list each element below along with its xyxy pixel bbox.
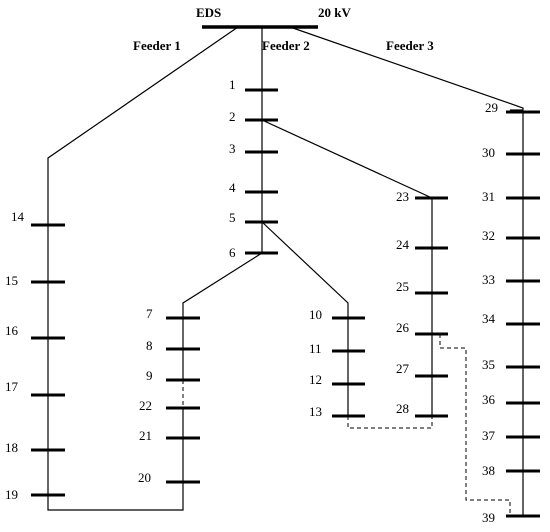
- node-label-21: 21: [139, 428, 152, 443]
- node-label-37: 37: [482, 428, 496, 443]
- feeder-1-line: [47, 26, 239, 511]
- branch-5-10: [261, 221, 349, 416]
- feeder-3-label: Feeder 3: [386, 38, 434, 53]
- node-label-19: 19: [5, 487, 18, 502]
- node-label-36: 36: [482, 392, 496, 407]
- node-label-29: 29: [485, 100, 498, 115]
- node-label-7: 7: [146, 306, 153, 321]
- node-label-4: 4: [229, 180, 236, 195]
- node-label-3: 3: [229, 141, 236, 156]
- tie-switch-26-39: [439, 334, 511, 516]
- node-label-15: 15: [5, 273, 18, 288]
- node-label-27: 27: [396, 361, 410, 376]
- node-label-38: 38: [482, 463, 495, 478]
- source-label: EDS: [196, 5, 221, 20]
- node-label-35: 35: [482, 357, 495, 372]
- node-label-28: 28: [396, 401, 409, 416]
- node-label-8: 8: [146, 338, 153, 353]
- node-label-17: 17: [5, 379, 19, 394]
- node-label-39: 39: [482, 510, 495, 525]
- bus-bars: [31, 88, 540, 518]
- node-label-12: 12: [309, 372, 322, 387]
- voltage-label: 20 kV: [318, 5, 351, 20]
- tie-switch-13-28: [347, 416, 433, 429]
- node-label-18: 18: [5, 440, 18, 455]
- node-label-24: 24: [396, 237, 410, 252]
- node-label-22: 22: [139, 398, 152, 413]
- node-label-34: 34: [482, 311, 496, 326]
- node-label-9: 9: [146, 368, 153, 383]
- feeder-2-label: Feeder 2: [262, 38, 310, 53]
- node-label-2: 2: [229, 109, 236, 124]
- node-label-31: 31: [482, 189, 495, 204]
- node-label-26: 26: [396, 320, 410, 335]
- node-label-13: 13: [309, 404, 322, 419]
- node-label-14: 14: [11, 209, 25, 224]
- node-label-23: 23: [396, 189, 409, 204]
- feeder-3-line: [289, 26, 524, 516]
- feeder-1-label: Feeder 1: [133, 38, 181, 53]
- node-labels: 1 2 3 4 5 6 7 8 9 10 11 12 13 14 15 16 1…: [5, 77, 498, 525]
- node-label-10: 10: [309, 307, 322, 322]
- node-label-1: 1: [229, 77, 236, 92]
- node-label-5: 5: [229, 210, 236, 225]
- node-label-32: 32: [482, 228, 495, 243]
- node-label-20: 20: [138, 470, 151, 485]
- node-label-6: 6: [229, 245, 236, 260]
- node-label-11: 11: [309, 341, 322, 356]
- branch-6-7: [182, 252, 263, 380]
- node-label-25: 25: [396, 279, 409, 294]
- node-label-33: 33: [482, 272, 495, 287]
- node-label-30: 30: [482, 145, 495, 160]
- node-label-16: 16: [5, 323, 19, 338]
